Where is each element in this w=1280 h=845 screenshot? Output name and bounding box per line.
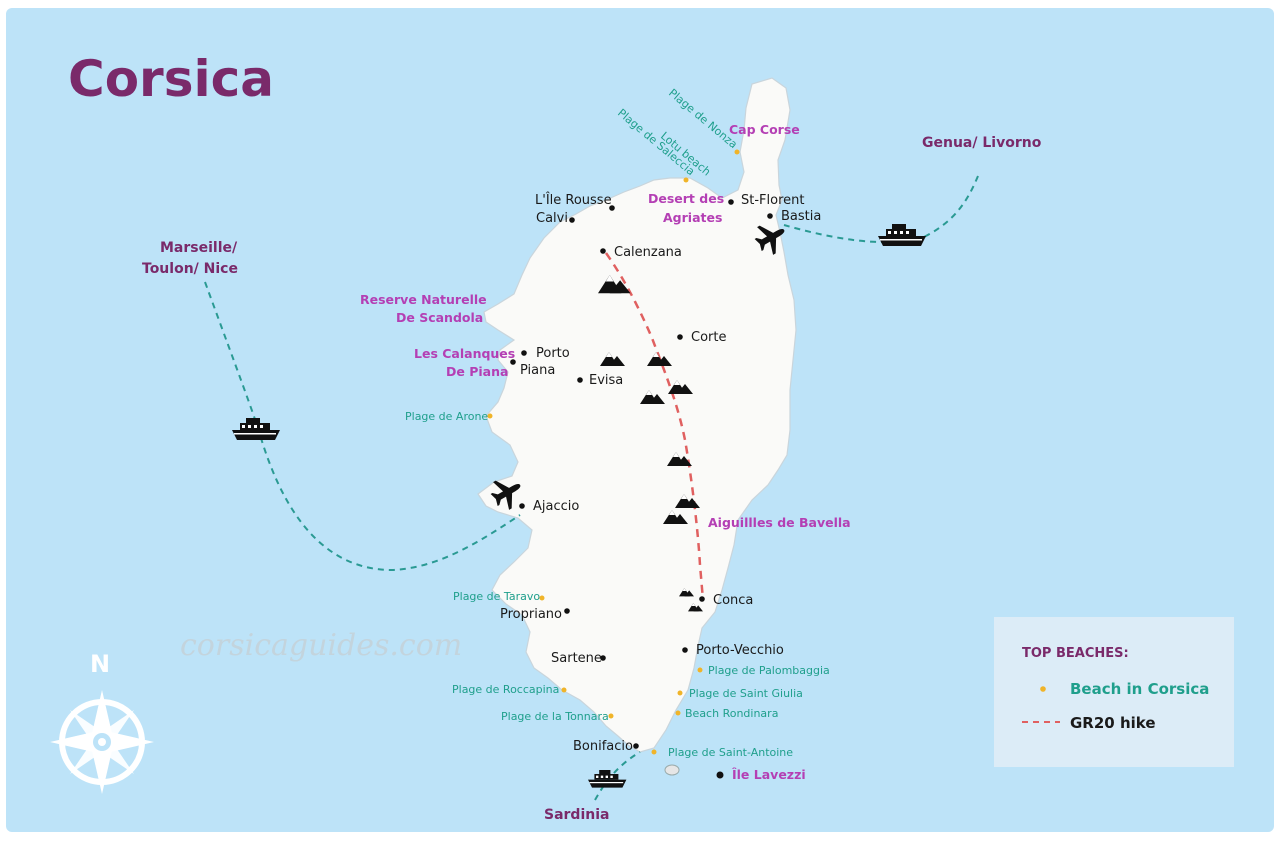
town-labels: L'Île Rousse Calvi St-Florent Bastia Cal… xyxy=(500,192,821,754)
beach-label: Plage de la Tonnara xyxy=(501,710,609,723)
route-sardinia xyxy=(594,751,641,801)
town-label: Corte xyxy=(691,330,726,345)
legend-beach-dot xyxy=(1040,686,1046,692)
town-label: St-Florent xyxy=(741,193,804,208)
gr20-route xyxy=(604,252,705,601)
beach-dots xyxy=(487,149,740,755)
region-label: Desert des xyxy=(648,191,724,206)
beach-label: Beach Rondinara xyxy=(685,707,778,720)
town-label: Conca xyxy=(713,593,753,608)
town-label: L'Île Rousse xyxy=(535,192,612,208)
beach-label: Plage de Roccapina xyxy=(452,683,559,696)
route-marseille xyxy=(204,281,521,572)
legend-gr20-label: GR20 hike xyxy=(1070,714,1156,732)
compass: N xyxy=(50,650,154,794)
route-label: Toulon/ Nice xyxy=(142,261,238,277)
town-label: Porto-Vecchio xyxy=(696,643,784,658)
route-genua xyxy=(783,175,979,244)
beach-label: Plage de Palombaggia xyxy=(708,664,830,677)
town-label: Porto xyxy=(536,346,570,361)
region-label: Île Lavezzi xyxy=(732,767,806,782)
legend: TOP BEACHES: Beach in Corsica GR20 hike xyxy=(994,617,1234,767)
beach-label: Plage de Saint-Antoine xyxy=(668,746,793,759)
town-dots xyxy=(510,199,773,779)
town-label: Piana xyxy=(520,363,555,378)
region-label: Les Calanques xyxy=(414,346,515,361)
region-label: Agriates xyxy=(663,210,722,225)
corsica-island xyxy=(477,77,797,753)
town-label: Calenzana xyxy=(614,245,682,260)
town-label: Bastia xyxy=(781,209,821,224)
legend-box xyxy=(994,617,1234,767)
legend-beach-label: Beach in Corsica xyxy=(1070,680,1209,698)
legend-title: TOP BEACHES: xyxy=(1022,646,1129,661)
route-label: Genua/ Livorno xyxy=(922,135,1042,151)
region-label: Cap Corse xyxy=(729,122,800,137)
beach-label: Plage de Saint Giulia xyxy=(689,687,803,700)
route-label: Marseille/ xyxy=(160,240,238,256)
lavezzi-islet xyxy=(664,764,680,776)
region-label: Aiguillles de Bavella xyxy=(708,515,851,530)
compass-north: N xyxy=(90,650,110,678)
region-label: De Scandola xyxy=(396,310,483,325)
beach-label: Plage de Taravo xyxy=(453,590,540,603)
region-labels: Cap Corse Desert des Agriates Reserve Na… xyxy=(360,122,851,782)
town-label: Propriano xyxy=(500,607,562,622)
region-label: Reserve Naturelle xyxy=(360,292,487,307)
route-labels: Marseille/ Toulon/ Nice Genua/ Livorno S… xyxy=(142,135,1042,823)
town-label: Ajaccio xyxy=(533,499,579,514)
town-label: Calvi xyxy=(536,211,568,226)
route-label: Sardinia xyxy=(544,807,609,823)
ferry-routes xyxy=(204,175,979,801)
beach-label: Plage de Arone xyxy=(405,410,488,423)
watermark: corsicaguides.com xyxy=(180,628,462,663)
town-label: Evisa xyxy=(589,373,623,388)
town-label: Sartene xyxy=(551,651,602,666)
town-label: Bonifacio xyxy=(573,739,633,754)
map-title: Corsica xyxy=(68,50,274,108)
region-label: De Piana xyxy=(446,364,508,379)
